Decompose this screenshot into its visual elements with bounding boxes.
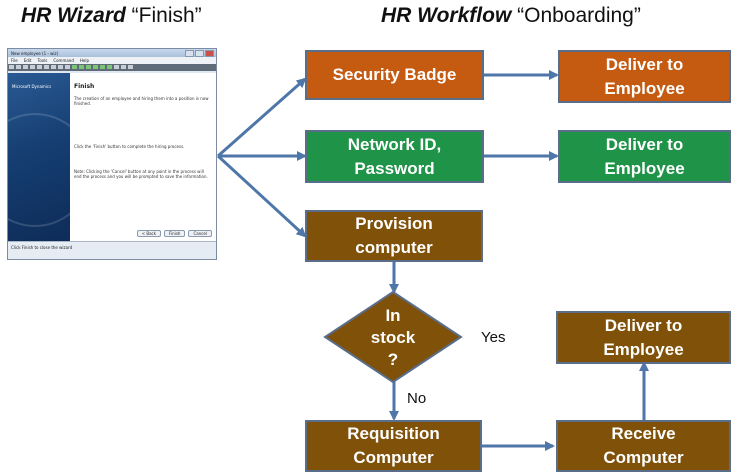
toolbar-icon[interactable] [114, 65, 119, 69]
toolbar-icon[interactable] [72, 65, 77, 69]
menu-help[interactable]: Help [79, 58, 89, 63]
node-deliver-network: Deliver to Employee [558, 130, 731, 183]
wizard-status-bar: Click Finish to close the wizard [8, 241, 216, 259]
wizard-paragraph-2: Click the 'Finish' button to complete th… [74, 144, 185, 149]
menu-edit[interactable]: Edit [23, 58, 32, 63]
node-requisition-computer: Requisition Computer [305, 420, 482, 472]
decision-in-stock-shape [323, 290, 463, 384]
toolbar-icon[interactable] [16, 65, 21, 69]
toolbar-icon[interactable] [121, 65, 126, 69]
toolbar-icon[interactable] [51, 65, 56, 69]
node-deliver-badge: Deliver to Employee [558, 50, 731, 103]
node-provision-computer: Provision computer [305, 210, 483, 262]
toolbar-icon[interactable] [30, 65, 35, 69]
wizard-heading: HR Wizard “Finish” [21, 4, 202, 28]
maximize-icon[interactable] [195, 50, 204, 57]
toolbar-icon[interactable] [86, 65, 91, 69]
brand-logo: Microsoft Dynamics [12, 84, 52, 89]
minimize-icon[interactable] [185, 50, 194, 57]
wizard-window-thumbnail: New employee (1 - wiz) File Edit Tools C… [7, 48, 217, 260]
workflow-heading-quote: “Onboarding” [517, 4, 641, 27]
toolbar-icon[interactable] [93, 65, 98, 69]
back-button[interactable]: < Back [136, 230, 162, 237]
cancel-button[interactable]: Cancel [188, 230, 212, 237]
toolbar-icon[interactable] [128, 65, 133, 69]
wizard-page-title: Finish [74, 83, 95, 90]
node-receive-computer: Receive Computer [556, 420, 731, 472]
node-deliver-computer: Deliver to Employee [556, 311, 731, 364]
node-security-badge: Security Badge [305, 50, 484, 100]
menu-file[interactable]: File [11, 58, 18, 63]
wizard-paragraph-1: The creation of an employee and hiring t… [74, 96, 209, 106]
workflow-heading: HR Workflow “Onboarding” [381, 4, 641, 28]
toolbar-icon[interactable] [23, 65, 28, 69]
node-in-stock-label: In stock ? [370, 306, 416, 369]
menu-command[interactable]: Command [53, 58, 74, 63]
wizard-toolbar [8, 64, 216, 71]
toolbar-icon[interactable] [107, 65, 112, 69]
toolbar-icon[interactable] [37, 65, 42, 69]
wizard-status-text: Click Finish to close the wizard [11, 245, 73, 250]
arrow-wizard-to-provision [216, 154, 307, 238]
toolbar-icon[interactable] [44, 65, 49, 69]
toolbar-icon[interactable] [9, 65, 14, 69]
wizard-menu-bar: File Edit Tools Command Help [8, 57, 216, 64]
wizard-title-bar: New employee (1 - wiz) [8, 49, 216, 57]
toolbar-icon[interactable] [100, 65, 105, 69]
toolbar-icon[interactable] [79, 65, 84, 69]
toolbar-icon[interactable] [58, 65, 63, 69]
edge-label-yes: Yes [481, 329, 506, 346]
wizard-heading-bold: HR Wizard [21, 4, 126, 27]
node-network-id: Network ID, Password [305, 130, 484, 183]
wizard-button-row: < Back Finish Cancel [136, 230, 212, 237]
wizard-window-title: New employee (1 - wiz) [11, 50, 59, 56]
finish-button[interactable]: Finish [164, 230, 186, 237]
close-icon[interactable] [205, 50, 214, 57]
edge-label-no: No [407, 390, 427, 407]
wizard-paragraph-3: Note: Clicking the 'Cancel' button at an… [74, 169, 208, 179]
arrow-wizard-to-badge [217, 77, 307, 158]
wizard-heading-quote: “Finish” [131, 4, 202, 27]
workflow-heading-bold: HR Workflow [381, 4, 512, 27]
wizard-content-pane: Finish The creation of an employee and h… [70, 73, 216, 241]
menu-tools[interactable]: Tools [37, 58, 48, 63]
toolbar-icon[interactable] [65, 65, 70, 69]
